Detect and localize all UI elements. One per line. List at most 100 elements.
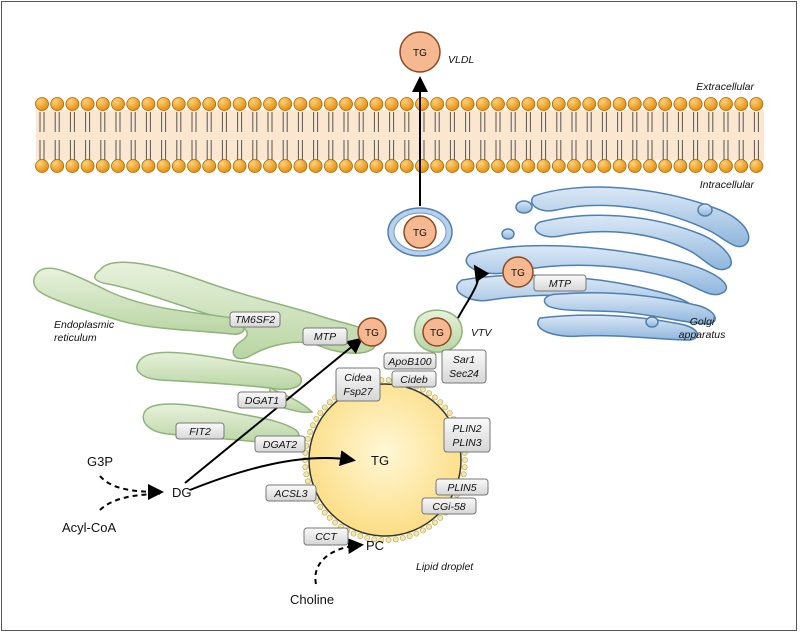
label-extracellular: Extracellular	[696, 81, 754, 93]
lipid-head	[65, 159, 80, 173]
lipid-head	[749, 159, 764, 173]
lipid-head	[612, 97, 627, 111]
lipid-head	[719, 159, 733, 173]
lipid-head	[35, 159, 49, 173]
lipid-head	[171, 97, 186, 111]
labels: Extracellular Intracellular VLDL Endopla…	[54, 54, 754, 607]
label-er-line2: reticulum	[54, 332, 97, 344]
tg-er: TG	[357, 317, 387, 347]
golgi-cisterna-1	[531, 186, 750, 248]
lipid-head	[491, 97, 505, 111]
svg-text:CGi-58: CGi-58	[432, 501, 465, 513]
lipid-head	[567, 97, 581, 111]
lipid-head	[354, 159, 369, 173]
golgi-vesicle-4	[645, 316, 659, 328]
monolayer-bead	[326, 399, 333, 406]
label-vtv: VTV	[471, 327, 492, 339]
lipid-head	[597, 159, 612, 173]
lipid-head	[551, 97, 566, 111]
lipid-head	[339, 97, 353, 111]
svg-text:TG: TG	[413, 228, 427, 239]
golgi-vesicle-1	[515, 200, 533, 214]
tag-cideb: Cideb	[391, 370, 437, 388]
lipid-head	[278, 159, 293, 173]
lipid-head	[65, 97, 80, 111]
lipid-head	[673, 159, 688, 173]
tag-acsl3: ACSL3	[265, 484, 317, 502]
svg-text:CCT: CCT	[315, 531, 338, 543]
tag-cct: CCT	[303, 527, 349, 546]
arrows	[99, 76, 490, 585]
lipid-head	[202, 159, 217, 173]
label-lipid-droplet: Lipid droplet	[416, 561, 474, 573]
monolayer-bead	[431, 394, 438, 401]
lipid-head	[445, 159, 460, 173]
lipid-head	[399, 159, 414, 173]
lipid-head	[111, 97, 125, 111]
lipid-head	[217, 159, 232, 173]
golgi-vesicle-2	[697, 203, 713, 217]
label-er-line1: Endoplasmic	[54, 319, 115, 331]
lipid-head	[187, 97, 201, 111]
tg-vldl: TG	[399, 31, 441, 73]
lipid-head	[521, 159, 536, 173]
monolayer-bead	[317, 410, 324, 416]
lipid-head	[126, 159, 141, 173]
monolayer-bead	[437, 399, 444, 406]
monolayer-bead	[426, 523, 432, 530]
svg-text:Sec24: Sec24	[449, 368, 479, 380]
lipid-head	[384, 97, 399, 111]
monolayer-bead	[364, 535, 371, 541]
svg-text:TG: TG	[413, 48, 427, 59]
tg-golgi: TG	[502, 256, 534, 288]
lipid-head	[643, 97, 657, 111]
monolayer-bead	[350, 530, 357, 537]
monolayer-bead	[385, 537, 392, 543]
svg-text:TG: TG	[511, 268, 525, 279]
tg-vesicle: TG	[403, 215, 437, 249]
lipid-head	[35, 97, 49, 111]
label-acyl-coa: Acyl-CoA	[62, 520, 117, 535]
lipid-head	[749, 97, 764, 111]
lipid-head	[536, 159, 551, 173]
monolayer-bead	[304, 435, 311, 442]
lipid-head	[460, 97, 475, 111]
lipid-head	[263, 159, 277, 173]
lipid-head	[263, 97, 277, 111]
monolayer-bead	[420, 527, 426, 534]
monolayer-bead	[413, 530, 420, 537]
lipid-head	[430, 159, 445, 173]
lipid-head	[643, 159, 657, 173]
tag-apob100: ApoB100	[383, 352, 437, 370]
monolayer-bead	[392, 536, 399, 543]
svg-text:TM6SF2: TM6SF2	[235, 314, 275, 326]
lipid-head	[50, 97, 65, 111]
tag-fit2: FIT2	[175, 422, 225, 440]
lipid-head	[293, 97, 308, 111]
lipid-head	[232, 97, 247, 111]
lipid-head	[688, 97, 703, 111]
label-golgi-line1: Golgi	[690, 316, 715, 328]
monolayer-bead	[313, 416, 320, 422]
tag-dgat2: DGAT2	[254, 435, 306, 453]
lipid-head	[323, 159, 338, 173]
lipid-head	[734, 159, 749, 173]
lipid-head	[323, 97, 338, 111]
monolayer-bead	[399, 535, 406, 541]
tag-plin2-plin3: PLIN2 PLIN3	[443, 417, 491, 453]
tag-dgat1: DGAT1	[237, 391, 287, 409]
lipid-head	[734, 97, 749, 111]
tag-cgi58: CGi-58	[421, 497, 477, 515]
golgi-cisterna-5	[543, 292, 716, 325]
lipid-head	[506, 159, 521, 173]
monolayer-bead	[461, 464, 468, 471]
lipid-head	[627, 97, 642, 111]
label-vldl: VLDL	[448, 54, 474, 66]
lipid-head	[658, 159, 673, 173]
label-pc: PC	[366, 538, 384, 553]
lipid-head	[521, 97, 536, 111]
lipid-head	[597, 97, 612, 111]
